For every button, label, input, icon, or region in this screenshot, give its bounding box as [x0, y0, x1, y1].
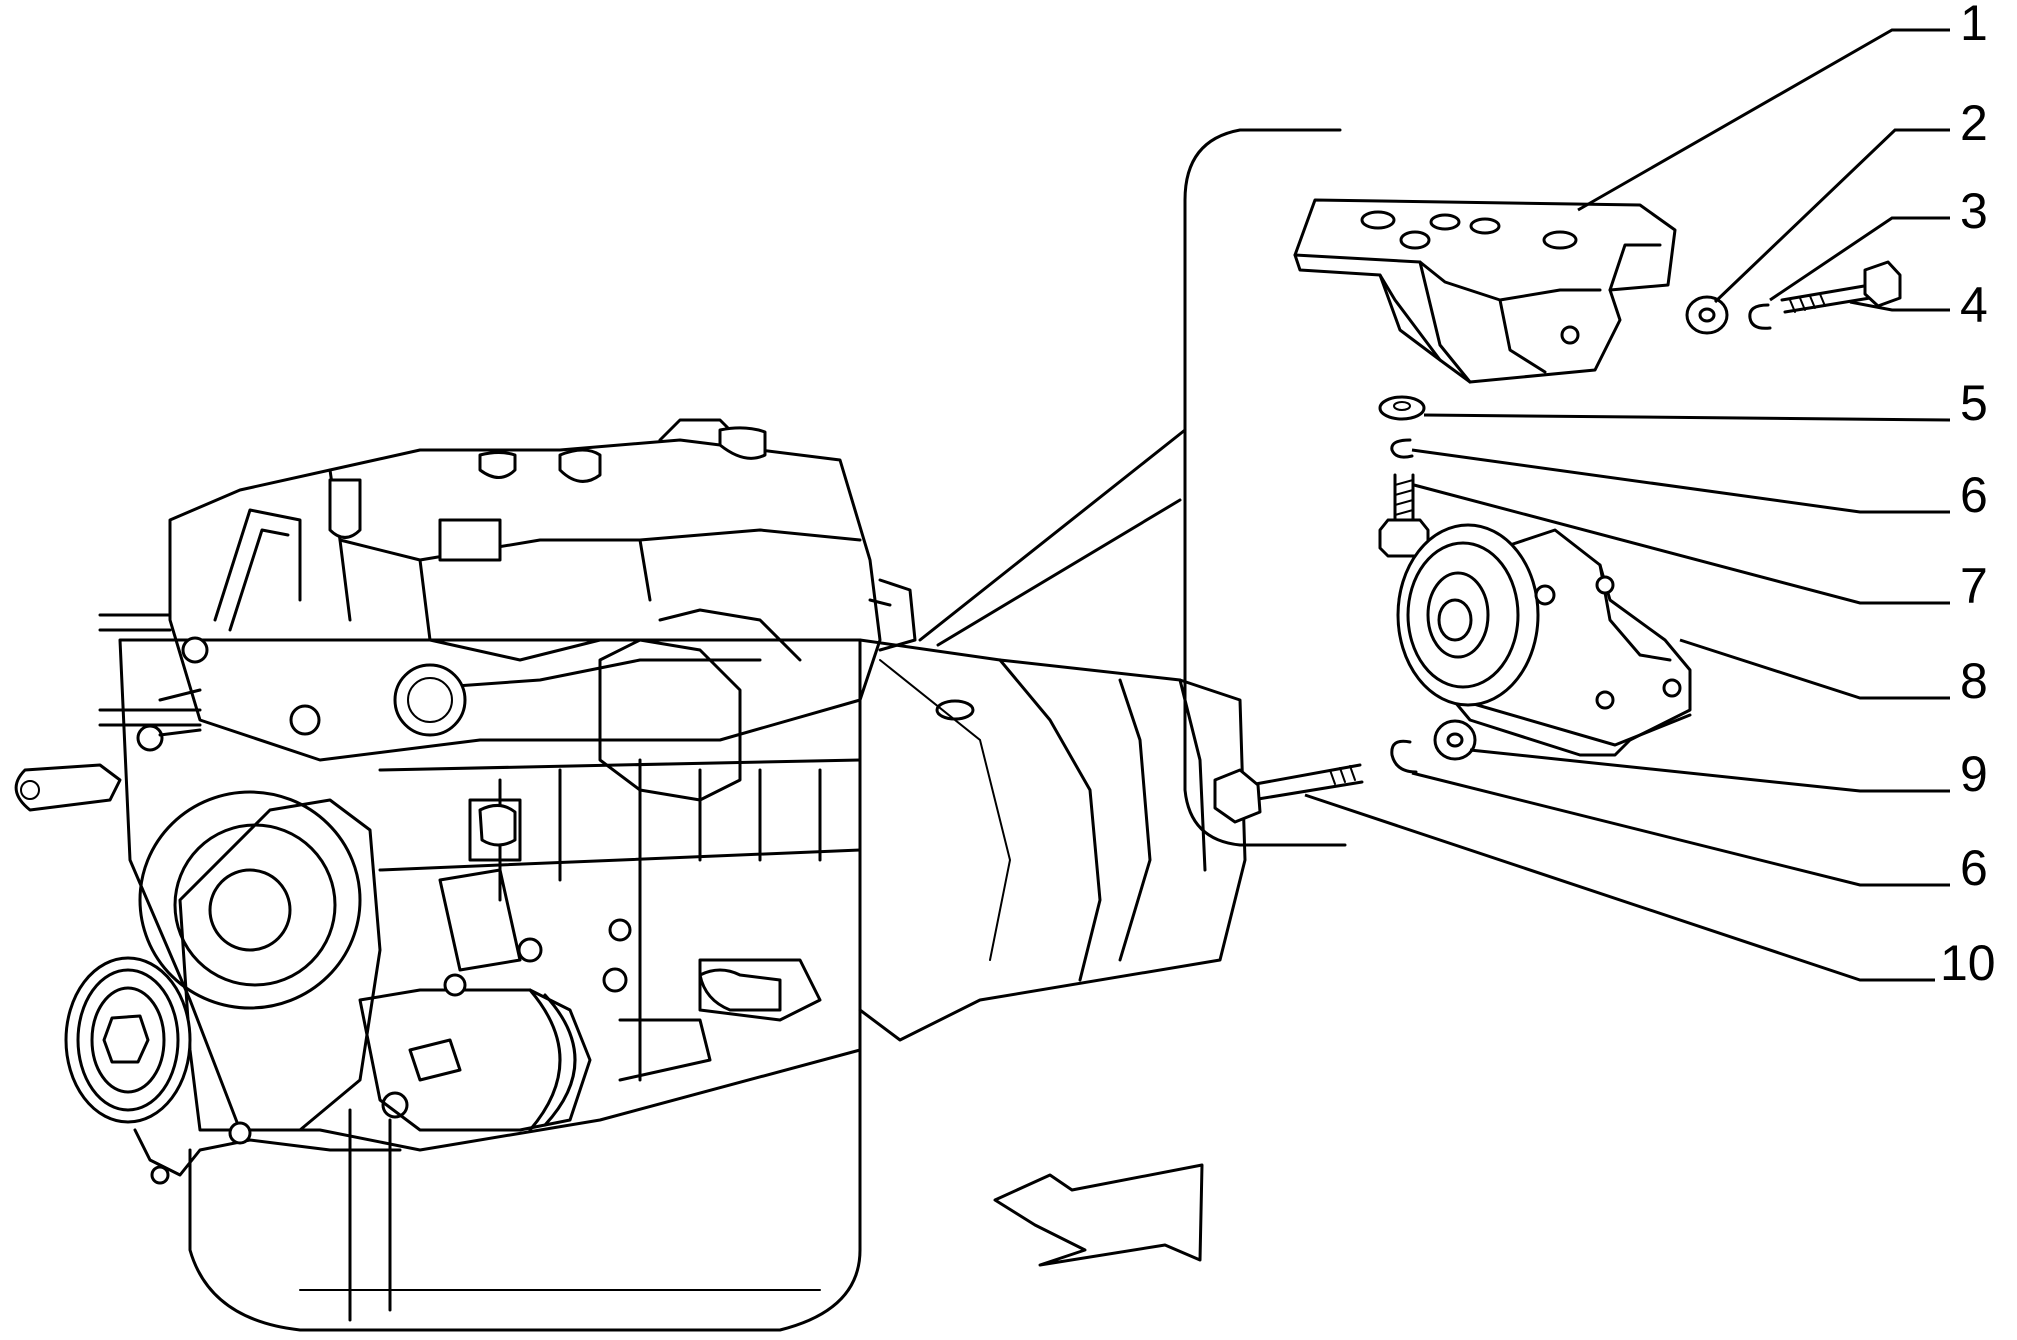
direction-arrow — [993, 1163, 1204, 1267]
callout-7: 7 — [1960, 558, 1988, 614]
engine-bracket-part-1 — [1293, 198, 1677, 384]
exploded-view-bracket — [918, 128, 1347, 847]
lock-washer-part-3 — [1748, 303, 1772, 330]
bolt-part-10 — [1213, 763, 1364, 824]
lock-washer-part-6-lower — [1390, 739, 1418, 774]
bolt-part-4 — [1780, 260, 1902, 314]
callout-6b: 6 — [1960, 840, 1988, 896]
callout-10: 10 — [1940, 935, 1996, 991]
rubber-mount-part-8 — [1396, 523, 1692, 757]
callout-9: 9 — [1960, 746, 1988, 802]
callout-5: 5 — [1960, 375, 1988, 431]
lock-washer-part-6-upper — [1390, 438, 1414, 459]
washer-part-9 — [1433, 719, 1477, 761]
callout-3: 3 — [1960, 183, 1988, 239]
callout-4: 4 — [1960, 277, 1988, 333]
callout-1: 1 — [1960, 0, 1988, 51]
washer-part-2 — [1685, 295, 1729, 335]
callout-8: 8 — [1960, 653, 1988, 709]
leader-lines — [1304, 28, 1951, 982]
callout-labels: 1 2 3 4 5 6 7 8 9 6 10 — [1940, 0, 1996, 991]
callout-2: 2 — [1960, 95, 1988, 151]
engine-illustration — [14, 418, 1247, 1332]
washer-part-5 — [1378, 395, 1426, 421]
callout-6a: 6 — [1960, 467, 1988, 523]
